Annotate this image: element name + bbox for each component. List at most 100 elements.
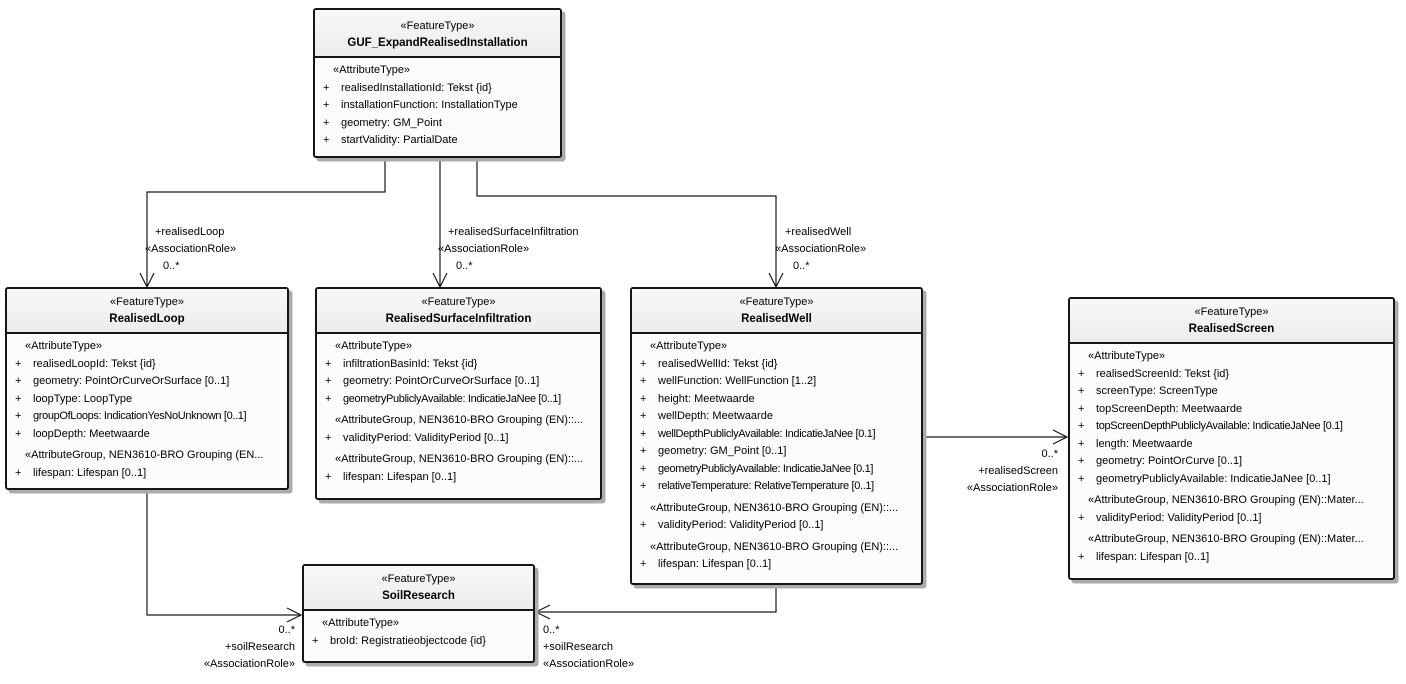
visibility-public: +: [1078, 472, 1085, 485]
class-realisedloop: «FeatureType» RealisedLoop «AttributeTyp…: [5, 287, 289, 490]
stereotype-row: «AttributeGroup, NEN3610-BRO Grouping (E…: [1088, 533, 1364, 545]
visibility-public: +: [323, 134, 330, 146]
multiplicity: 0..*: [456, 260, 473, 272]
attribute-text: screenType: ScreenType: [1096, 385, 1218, 397]
attribute-text: startValidity: PartialDate: [341, 134, 458, 146]
attribute-text: loopType: LoopType: [33, 392, 133, 405]
class-name: RealisedScreen: [1188, 323, 1275, 335]
attribute-text: realisedScreenId: Tekst {id}: [1096, 367, 1230, 380]
attribute-row: +topScreenDepthPubliclyAvailable: Indica…: [1074, 418, 1389, 436]
class-header: «FeatureType» RealisedSurfaceInfiltratio…: [317, 289, 600, 334]
stereotype-row: «AttributeType»: [335, 340, 413, 352]
association-stereotype: «AssociationRole»: [966, 482, 1058, 494]
class-header: «FeatureType» RealisedScreen: [1070, 299, 1393, 344]
class-name: RealisedSurfaceInfiltration: [385, 313, 532, 325]
attribute-row: +infiltrationBasinId: Tekst {id}: [321, 356, 596, 374]
attribute-text: lifespan: Lifespan [0..1]: [343, 470, 457, 483]
attribute-row: +validityPeriod: ValidityPeriod [0..1]: [1074, 510, 1389, 528]
attribute-text: lifespan: Lifespan [0..1]: [33, 466, 147, 479]
attribute-row: + geometry: PointOrCurve [0..1]: [1074, 453, 1389, 471]
attribute-row: +topScreenDepth: Meetwaarde: [1074, 401, 1389, 419]
stereotype-row: «AttributeType»: [333, 64, 411, 76]
class-guf-expandrealisedinstallation: «FeatureType» GUF_ExpandRealisedInstalla…: [313, 8, 562, 158]
visibility-public: +: [640, 519, 647, 531]
visibility-public: +: [325, 431, 332, 444]
association-stereotype: «AssociationRole»: [543, 658, 635, 670]
attribute-row: +geometry: PointOrCurveOrSurface [0..1]: [321, 373, 596, 391]
attribute-row: +realisedWellId: Tekst {id}: [636, 356, 917, 374]
visibility-public: +: [640, 558, 647, 570]
attribute-text: realisedInstallationId: Tekst {id}: [341, 81, 492, 94]
attribute-text: realisedWellId: Tekst {id}: [658, 357, 778, 370]
class-realisedsurfaceinfiltration: «FeatureType» RealisedSurfaceInfiltratio…: [315, 287, 602, 500]
attribute-row: +geometry: PointOrCurveOrSurface [0..1]: [11, 373, 283, 391]
class-name: SoilResearch: [382, 590, 455, 602]
edge-guf-realisedwell: [476, 158, 777, 286]
attribute-compartment: «AttributeType»+realisedInstallationId: …: [315, 58, 560, 152]
attribute-text: realisedLoopId: Tekst {id}: [33, 357, 156, 370]
arrowhead-soilresearch-right: [534, 604, 551, 620]
visibility-public: +: [323, 81, 330, 94]
visibility-public: +: [1078, 367, 1085, 380]
attribute-text: installationFunction: InstallationType: [341, 99, 518, 111]
attribute-row: +relativeTemperature: RelativeTemperatur…: [636, 478, 917, 496]
class-header: «FeatureType» GUF_ExpandRealisedInstalla…: [315, 10, 560, 58]
class-stereotype: «FeatureType»: [381, 573, 456, 585]
visibility-public: +: [640, 445, 647, 457]
attribute-row: +wellDepthPubliclyAvailable: IndicatieJa…: [636, 426, 917, 444]
attribute-row: + geometryPubliclyAvailable: IndicatieJaN…: [1074, 471, 1389, 489]
association-label-soilresearch-left: 0..* +soilResearch «AssociationRole»: [204, 622, 295, 673]
visibility-public: +: [15, 392, 22, 405]
attribute-text: geometry: PointOrCurveOrSurface [0..1]: [343, 375, 540, 387]
visibility-public: +: [640, 375, 647, 387]
visibility-public: +: [1078, 385, 1085, 397]
association-label-realisedloop: +realisedLoop «AssociationRole» 0..*: [145, 224, 236, 275]
stereotype-row: «AttributeType»: [1088, 350, 1166, 362]
attribute-row: +broId: Registratieobjectcode {id}: [308, 633, 529, 651]
arrowhead-soilresearch-left: [286, 607, 303, 623]
class-stereotype: «FeatureType»: [1194, 306, 1269, 318]
attribute-text: validityPeriod: ValidityPeriod [0..1]: [343, 431, 509, 444]
visibility-public: +: [312, 634, 319, 647]
attribute-row: + realisedInstallationId: Tekst {id}: [319, 80, 556, 98]
attribute-row: +wellDepth: Meetwaarde: [636, 408, 917, 426]
visibility-public: +: [1078, 511, 1085, 524]
visibility-public: +: [325, 392, 332, 405]
association-label-soilresearch-right: 0..* +soilResearch «AssociationRole»: [543, 622, 634, 673]
attribute-text: geometryPubliclyAvailable: IndicatieJaNe…: [343, 392, 561, 405]
attribute-compartment: «AttributeType»+realisedLoopId: Tekst {i…: [7, 334, 287, 484]
attribute-text: topScreenDepth: Meetwaarde: [1096, 402, 1243, 415]
visibility-public: +: [15, 410, 22, 422]
association-stereotype: «AssociationRole»: [145, 243, 237, 255]
attribute-text: infiltrationBasinId: Tekst {id}: [343, 357, 478, 370]
attribute-row: + startValidity: PartialDate: [319, 132, 556, 150]
attribute-compartment: «AttributeType»+realisedWellId: Tekst {i…: [632, 334, 921, 576]
attribute-row: + lifespan: Lifespan [0..1]: [321, 469, 596, 487]
visibility-public: +: [640, 392, 647, 405]
attribute-text: wellDepthPubliclyAvailable: IndicatieJaN…: [658, 427, 876, 440]
role-name: +realisedScreen: [978, 465, 1058, 477]
attribute-text: wellFunction: WellFunction [1..2]: [658, 375, 817, 387]
class-name: GUF_ExpandRealisedInstallation: [347, 37, 528, 49]
attribute-compartment: «AttributeType»+infiltrationBasinId: Tek…: [317, 334, 600, 488]
attribute-text: lifespan: Lifespan [0..1]: [1096, 550, 1210, 563]
attribute-row: +lifespan: Lifespan [0..1]: [1074, 549, 1389, 567]
visibility-public: +: [15, 375, 22, 387]
attribute-text: geometry: PointOrCurve [0..1]: [1096, 455, 1243, 467]
stereotype-row: «AttributeGroup, NEN3610-BRO Grouping (E…: [335, 453, 584, 465]
attribute-row: +realisedLoopId: Tekst {id}: [11, 356, 283, 374]
visibility-public: +: [325, 470, 332, 483]
attribute-text: groupOfLoops: IndicationYesNoUnknown [0.…: [33, 410, 247, 422]
attribute-text: geometryPubliclyAvailable: IndicatieJaNe…: [1096, 472, 1331, 485]
class-stereotype: «FeatureType»: [739, 296, 814, 308]
attribute-text: validityPeriod: ValidityPeriod [0..1]: [658, 519, 824, 531]
class-stereotype: «FeatureType»: [110, 296, 184, 308]
visibility-public: +: [640, 480, 647, 492]
role-name: +soilResearch: [224, 641, 295, 653]
stereotype-row: «AttributeType»: [25, 340, 103, 352]
visibility-public: +: [1078, 455, 1085, 467]
attribute-row: + validityPeriod: ValidityPeriod [0..1]: [321, 430, 596, 448]
attribute-row: +length: Meetwaarde: [1074, 436, 1389, 454]
association-stereotype: «AssociationRole»: [438, 243, 530, 255]
